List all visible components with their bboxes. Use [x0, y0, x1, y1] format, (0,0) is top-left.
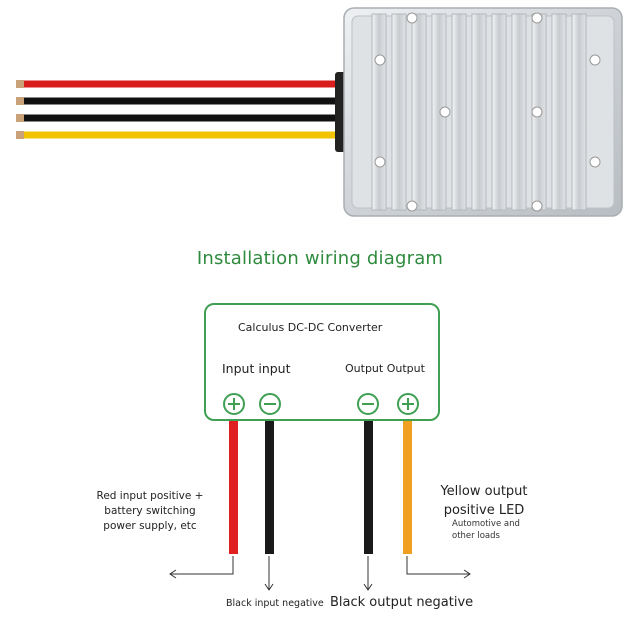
note-red-input: Red input positive + battery switching p… [96, 490, 204, 532]
wire-red-input-positive [229, 421, 238, 554]
terminal-output-negative-icon [357, 393, 379, 415]
converter-box [204, 303, 440, 421]
photo-wires [16, 80, 349, 139]
note-yellow-output: Yellow output positive LED [440, 484, 528, 518]
leader-red-input [169, 556, 234, 579]
wire-black-output-negative [364, 421, 373, 554]
terminal-input-negative-icon [259, 393, 281, 415]
diagram-title: Installation wiring diagram [196, 248, 444, 269]
wire-black-input-negative [265, 421, 274, 554]
wire-yellow-output-positive [403, 421, 412, 554]
note-black-output: Black output negative [330, 595, 474, 610]
converter-box-title: Calculus DC-DC Converter [238, 321, 383, 334]
note-yellow-output-loads: Automotive and other loads [452, 519, 520, 541]
leader-black-output [363, 556, 373, 591]
leader-yellow-output [406, 556, 471, 579]
input-label: Input input [222, 361, 291, 376]
terminal-output-positive-icon [397, 393, 419, 415]
photo-converter-housing [335, 7, 623, 217]
leader-black-input [264, 556, 274, 591]
output-label: Output Output [345, 362, 425, 375]
note-black-input: Black input negative [226, 598, 324, 609]
terminal-input-positive-icon [223, 393, 245, 415]
